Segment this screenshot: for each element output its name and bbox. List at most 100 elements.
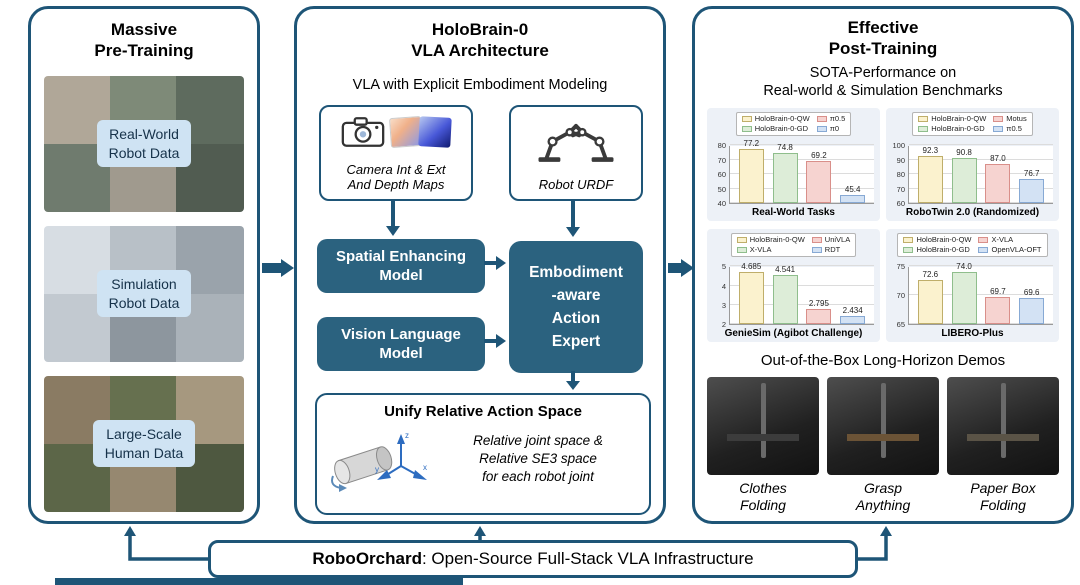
- legend-item: X-VLA: [736, 245, 805, 255]
- demo-clothes-folding: Clothes Folding: [707, 377, 819, 514]
- legend-item: OpenVLA-OFT: [978, 245, 1042, 255]
- bar-X-VLA: 4.541: [772, 265, 798, 325]
- gridline: [730, 303, 874, 305]
- bar-value-label: 45.4: [844, 185, 861, 195]
- legend-swatch: [993, 125, 1004, 132]
- y-tick-label: 60: [717, 170, 726, 179]
- real-world-robot-data-image: Real-World Robot Data: [44, 75, 244, 212]
- legend-item: π0.5: [816, 114, 845, 124]
- legend-label: HoloBrain-0-GD: [754, 123, 809, 133]
- legend-swatch: [741, 115, 752, 122]
- bar-value-label: 69.6: [1023, 287, 1040, 297]
- pretraining-title: Massive Pre-Training: [94, 20, 194, 61]
- gridline: [909, 173, 1053, 174]
- demo-caption: Clothes Folding: [739, 480, 787, 514]
- legend-swatch: [736, 247, 747, 254]
- demo-image: [947, 377, 1059, 476]
- relative-joint-icon: z x y: [331, 431, 427, 492]
- bar: [985, 297, 1011, 325]
- legend-swatch: [918, 115, 929, 122]
- legend-item: π0.5: [993, 124, 1026, 134]
- gridline: [730, 323, 874, 325]
- chart-title: RoboTwin 2.0 (Randomized): [905, 207, 1040, 218]
- embodiment-aware-action-expert-box: Embodiment -aware Action Expert: [509, 241, 643, 373]
- bar-value-label: 72.6: [922, 270, 939, 280]
- y-tick-label: 70: [717, 155, 726, 165]
- benchmarks-subtitle: SOTA-Performance on Real-world & Simulat…: [763, 64, 1003, 99]
- legend-swatch: [918, 125, 929, 132]
- legend-swatch: [816, 125, 827, 132]
- legend-item: HoloBrain-0-QW: [741, 114, 810, 124]
- gridline: [730, 173, 874, 174]
- legend-swatch: [903, 237, 914, 244]
- architecture-title: HoloBrain-0 VLA Architecture: [411, 20, 549, 61]
- legend-item: HoloBrain-0-QW: [736, 235, 805, 245]
- demo-caption: Grasp Anything: [855, 480, 911, 514]
- unify-action-space-box: Unify Relative Action Space z: [315, 393, 651, 515]
- posttraining-title: Effective Post-Training: [828, 18, 938, 59]
- gridline: [730, 158, 874, 160]
- depth-map-thumbnail: [418, 116, 452, 148]
- bar: [1019, 178, 1045, 203]
- spatial-enhancing-model-box: Spatial Enhancing Model: [317, 239, 485, 293]
- gridline: [730, 265, 874, 267]
- y-tick-label: 80: [896, 170, 905, 179]
- bar-HoloBrain-0-QW: 4.685: [738, 262, 764, 325]
- gridline: [909, 294, 1053, 296]
- gridline: [909, 144, 1053, 145]
- roboorchard-text: : Open-Source Full-Stack VLA Infrastruct…: [421, 549, 754, 568]
- bar: [738, 272, 764, 325]
- bar-value-label: 76.7: [1023, 168, 1040, 178]
- bar-value-label: 74.8: [777, 142, 793, 152]
- chart-title: GenieSim (Agibot Challenge): [724, 328, 863, 340]
- gridline: [730, 202, 874, 203]
- legend-swatch: [811, 247, 822, 254]
- simulation-robot-data-label: Simulation Robot Data: [96, 270, 192, 317]
- bar: [840, 195, 866, 203]
- axis-label-z: z: [405, 431, 409, 440]
- y-tick-label: 60: [896, 199, 905, 208]
- chart-title: LIBERO-Plus: [941, 328, 1004, 340]
- gridline: [909, 265, 1053, 267]
- unify-caption: Relative joint space & Relative SE3 spac…: [473, 432, 603, 485]
- demo-grasp-anything: Grasp Anything: [827, 377, 939, 514]
- camera-depth-caption: Camera Int & Ext And Depth Maps: [346, 161, 446, 193]
- bar-value-label: 77.2: [743, 139, 760, 149]
- demos-title: Out-of-the-Box Long-Horizon Demos: [760, 352, 1006, 370]
- demo-image: [707, 377, 819, 476]
- y-tick-label: 50: [717, 184, 726, 194]
- robot-arms-icon: [538, 123, 614, 162]
- camera-depth-box: Camera Int & Ext And Depth Maps: [319, 105, 473, 201]
- bar: [840, 315, 866, 325]
- legend-swatch: [816, 115, 827, 122]
- bar: [917, 156, 943, 203]
- y-tick-label: 100: [892, 141, 905, 150]
- legend-label: OpenVLA-OFT: [991, 245, 1042, 255]
- bar-HoloBrain-0-QW: 92.3: [917, 146, 943, 203]
- bar-HoloBrain-0-QW: 72.6: [917, 270, 943, 325]
- bar: [985, 163, 1011, 203]
- bar-HoloBrain-0-QW: 77.2: [738, 139, 764, 203]
- bar-value-label: 92.3: [922, 146, 939, 156]
- legend-item: HoloBrain-0-GD: [903, 245, 971, 255]
- bar: [951, 158, 977, 203]
- gridline: [730, 144, 874, 145]
- camera-icon: [341, 117, 385, 147]
- y-tick-label: 5: [721, 262, 726, 272]
- bar-value-label: 69.2: [811, 150, 827, 160]
- bar: [917, 280, 943, 325]
- gridline: [909, 323, 1053, 325]
- bar-π0: 45.4: [840, 185, 866, 203]
- plot-area: 77.2 74.8 69.2 45.4: [729, 139, 874, 204]
- demo-paper-box-folding: Paper Box Folding: [947, 377, 1059, 514]
- gridline: [730, 284, 874, 286]
